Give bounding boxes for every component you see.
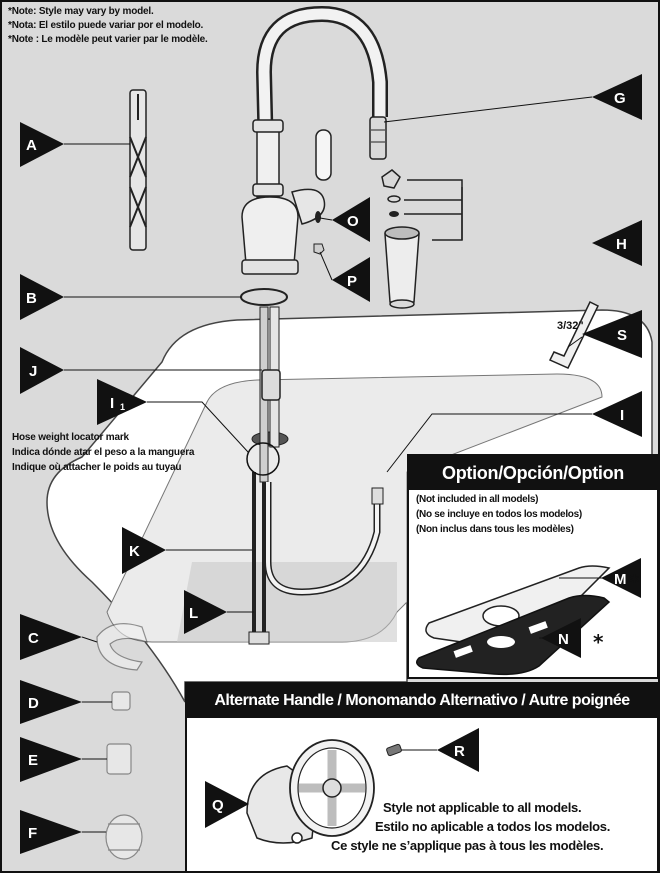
callout-o-label: O — [347, 213, 359, 230]
hose-weight — [261, 369, 281, 401]
callout-i1-subscript: 1 — [120, 402, 125, 412]
callout-m-label: M — [614, 571, 627, 588]
callout-b — [20, 274, 64, 320]
wrench-tool-drawing — [129, 89, 147, 251]
option-note-en: (Not included in all models) — [416, 494, 539, 505]
callout-h — [592, 220, 642, 266]
option-panel: Option/Opción/Option (Not included in al… — [407, 454, 658, 679]
alternate-title: Alternate Handle / Monomando Alternativo… — [187, 684, 657, 718]
spray-head-part — [384, 233, 420, 303]
option-m-asterisk: * — [629, 570, 640, 594]
callout-f-label: F — [28, 825, 37, 842]
callout-g — [592, 74, 642, 120]
nut-drawing — [111, 691, 131, 711]
callout-p-label: P — [347, 273, 357, 290]
callout-e — [20, 737, 82, 782]
option-title: Option/Opción/Option — [409, 456, 657, 490]
callout-a-label: A — [26, 137, 37, 154]
callout-n — [541, 618, 581, 658]
callout-c-label: C — [28, 630, 39, 647]
callout-j-label: J — [29, 363, 37, 380]
callout-o — [332, 197, 370, 242]
faucet-body — [241, 196, 299, 265]
callout-m — [601, 558, 641, 598]
style-note-fr: *Note : Le modèle peut varier par le mod… — [8, 34, 208, 45]
alternate-note-es: Estilo no aplicable a todos los modelos. — [375, 819, 611, 834]
callout-i-label: I — [620, 407, 624, 424]
callout-i — [592, 391, 642, 437]
set-screw — [386, 743, 402, 757]
callout-k — [122, 527, 166, 574]
alternate-handle-drawing: R Q — [205, 728, 479, 844]
callout-a — [20, 122, 64, 167]
callout-r — [437, 728, 479, 772]
style-note-en: *Note: Style may vary by model. — [8, 6, 154, 17]
option-n-asterisk: * — [593, 630, 604, 654]
plate-gasket — [416, 594, 611, 676]
callout-l-label: L — [189, 605, 198, 622]
bowl-shadow — [177, 562, 397, 642]
callout-i1-label: I — [110, 395, 114, 412]
callout-l — [184, 590, 227, 634]
hose-mark-fr: Indique où attacher le poids au tuyau — [12, 462, 182, 473]
callout-q — [205, 781, 249, 828]
option-note-fr: (Non inclus dans tous les modèles) — [416, 524, 574, 535]
callout-f — [20, 810, 82, 854]
retainer-clip-drawing — [96, 623, 148, 671]
locator-circle — [246, 442, 280, 476]
callout-p — [332, 257, 370, 302]
option-note-es: (No se incluye en todos los modelos) — [416, 509, 582, 520]
callout-h-label: H — [616, 236, 627, 253]
callout-n-label: N — [558, 631, 569, 648]
callout-j — [20, 347, 64, 394]
alternate-note-fr: Ce style ne s’applique pas à tous les mo… — [331, 838, 604, 853]
alternate-note-en: Style not applicable to all models. — [383, 800, 582, 815]
callout-e-label: E — [28, 752, 38, 769]
hose-mark-es: Indica dónde atar el peso a la manguera — [12, 447, 195, 458]
callout-b-label: B — [26, 290, 37, 307]
cartridge-drawing — [105, 814, 143, 860]
hex-key-size: 3/32" — [557, 320, 584, 332]
callout-d-label: D — [28, 695, 39, 712]
style-note-es: *Nota: El estilo puede variar por el mod… — [8, 20, 204, 31]
deck-plate-drawing: M N — [416, 558, 641, 676]
callout-g-label: G — [614, 90, 626, 107]
callout-d — [20, 680, 82, 724]
hose-mark-en: Hose weight locator mark — [12, 432, 129, 443]
alternate-handle-panel: Alternate Handle / Monomando Alternativo… — [185, 682, 658, 871]
base-gasket — [240, 288, 288, 306]
washer-drawing — [106, 743, 132, 775]
lever-handle — [315, 129, 332, 181]
callout-i1 — [97, 379, 147, 425]
callout-k-label: K — [129, 543, 140, 560]
spray-head — [369, 116, 387, 160]
callout-c — [20, 614, 82, 660]
callout-s — [582, 310, 642, 358]
callout-q-label: Q — [212, 797, 224, 814]
callout-s-label: S — [617, 327, 627, 344]
callout-r-label: R — [454, 743, 465, 760]
hex-key — [548, 300, 599, 369]
